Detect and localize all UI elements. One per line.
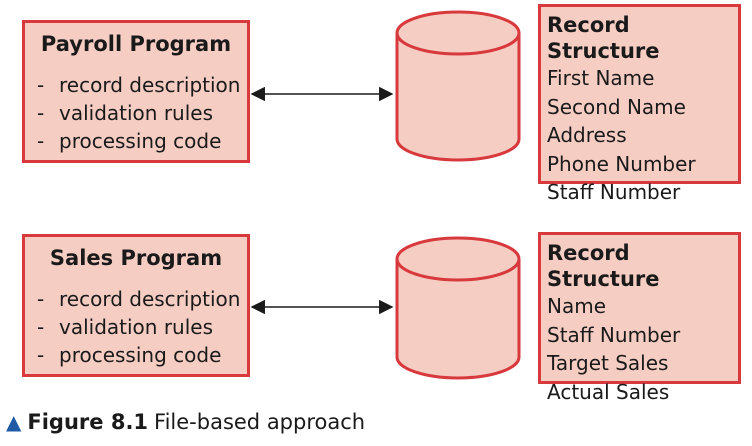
record1-field-staff-number: Staff Number	[547, 180, 681, 204]
data-file-cylinder-2	[395, 236, 521, 380]
record1-field-phone-number: Phone Number	[547, 151, 696, 176]
record1-field-address: Address	[547, 123, 627, 147]
figure-number: Figure 8.1	[27, 410, 149, 434]
sales-item-processing-code: processing code	[37, 341, 247, 369]
sales-program-box: Sales Program record description validat…	[22, 234, 250, 377]
payroll-item-record-description: record description	[37, 71, 247, 99]
record1-field-second-name: Second Name	[547, 94, 686, 119]
sales-program-title: Sales Program	[49, 246, 223, 270]
record2-field-target-sales: Target Sales	[547, 351, 669, 375]
record-structure-title-1: Record Structure	[547, 13, 660, 63]
payroll-program-items: record description validation rules proc…	[25, 71, 247, 155]
sales-program-items: record description validation rules proc…	[25, 285, 247, 369]
record1-field-first-name: First Name	[547, 66, 655, 90]
sales-item-record-description: record description	[37, 285, 247, 313]
record2-field-name: Name	[547, 294, 607, 318]
sales-item-validation-rules: validation rules	[37, 313, 247, 341]
triangle-marker-icon: ▲	[6, 410, 22, 434]
record-structure-title-2: Record Structure	[547, 241, 660, 291]
payroll-item-validation-rules: validation rules	[37, 99, 247, 127]
record2-field-staff-number: Staff Number	[547, 322, 681, 347]
record-fields-2: Name Staff Number Target Sales Actual Sa…	[541, 292, 738, 406]
payroll-program-box: Payroll Program record description valid…	[22, 20, 250, 163]
record2-field-actual-sales: Actual Sales	[547, 379, 670, 404]
payroll-program-title: Payroll Program	[40, 32, 232, 56]
record-structure-box-1: Record Structure First Name Second Name …	[538, 4, 741, 204]
payroll-item-processing-code: processing code	[37, 127, 247, 155]
data-file-cylinder-1	[395, 10, 521, 162]
figure-caption-text: File-based approach	[154, 410, 366, 434]
record-fields-1: First Name Second Name Address Phone Num…	[541, 64, 738, 207]
record-structure-box-2: Record Structure Name Staff Number Targe…	[538, 232, 741, 404]
